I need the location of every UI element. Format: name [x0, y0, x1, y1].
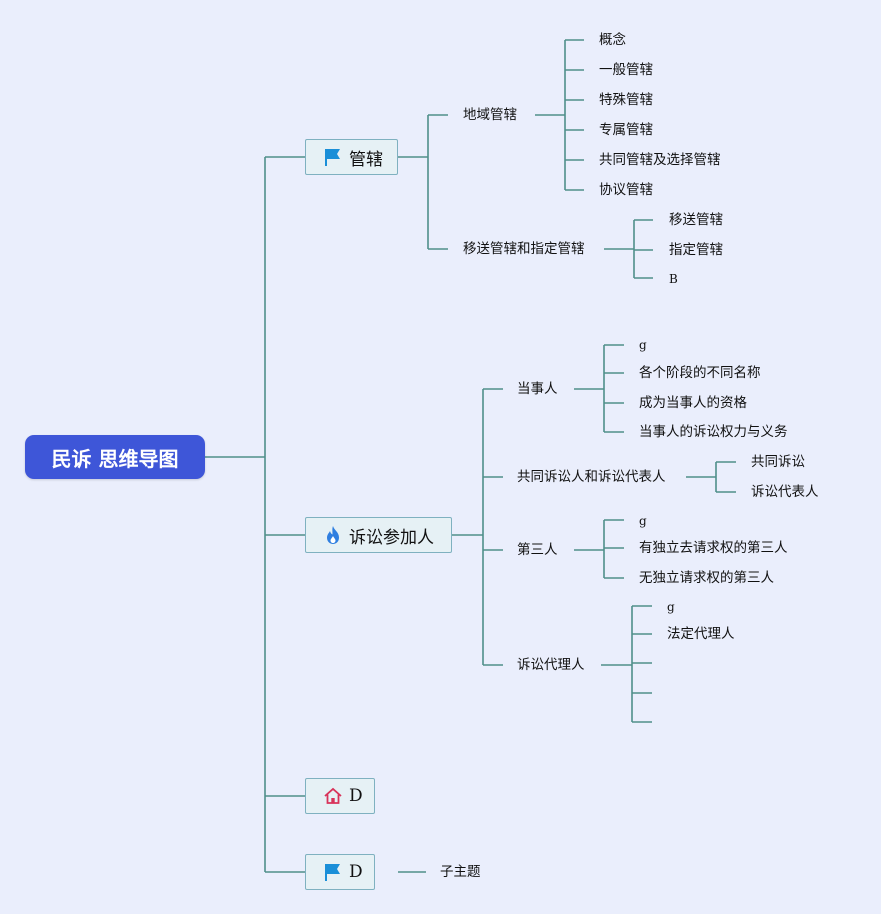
subtopic-third-party[interactable]: 第三人 — [517, 542, 558, 558]
home-icon — [322, 785, 344, 807]
subtopic-territorial[interactable]: 地域管辖 — [463, 107, 517, 123]
leaf-item[interactable]: 法定代理人 — [667, 626, 735, 642]
topic-label: D — [349, 786, 363, 806]
leaf-item[interactable]: 共同诉讼 — [751, 454, 805, 470]
fire-icon — [322, 524, 344, 546]
topic-jurisdiction[interactable]: 管辖 — [305, 139, 398, 175]
connector — [565, 39, 584, 191]
connector — [604, 519, 624, 579]
topic-participants[interactable]: 诉讼参加人 — [305, 517, 452, 553]
leaf-item[interactable]: 各个阶段的不同名称 — [639, 365, 761, 381]
leaf-item[interactable]: 协议管辖 — [599, 182, 653, 198]
leaf-item[interactable]: 共同管辖及选择管辖 — [599, 152, 721, 168]
leaf-item[interactable]: B — [669, 272, 678, 286]
leaf-item[interactable]: g — [639, 514, 647, 528]
topic-label: D — [349, 862, 363, 882]
leaf-item[interactable]: 当事人的诉讼权力与义务 — [639, 424, 788, 440]
leaf-item[interactable]: 成为当事人的资格 — [639, 395, 747, 411]
blue-flag-icon — [322, 861, 344, 883]
subtopic-child[interactable]: 子主题 — [440, 864, 481, 880]
subtopic-co-litigants[interactable]: 共同诉讼人和诉讼代表人 — [517, 469, 666, 485]
leaf-item[interactable]: g — [639, 338, 647, 352]
leaf-item[interactable]: 概念 — [599, 32, 626, 48]
leaf-item[interactable]: 无独立请求权的第三人 — [639, 570, 774, 586]
leaf-item[interactable]: 移送管辖 — [669, 212, 723, 228]
topic-label: 管辖 — [349, 149, 383, 170]
subtopic-agent[interactable]: 诉讼代理人 — [517, 657, 585, 673]
topic-label: 诉讼参加人 — [349, 527, 434, 548]
connector — [483, 388, 503, 666]
leaf-item[interactable]: 指定管辖 — [669, 242, 723, 258]
topic-d-flag[interactable]: D — [305, 854, 375, 890]
leaf-item[interactable]: 专属管辖 — [599, 122, 653, 138]
connector — [716, 461, 736, 493]
root-topic[interactable]: 民诉 思维导图 — [25, 435, 205, 479]
blue-flag-icon — [322, 146, 344, 168]
subtopic-parties[interactable]: 当事人 — [517, 381, 558, 397]
connector — [604, 344, 624, 433]
leaf-item[interactable]: g — [667, 600, 675, 614]
leaf-item[interactable]: 一般管辖 — [599, 62, 653, 78]
root-title: 民诉 思维导图 — [51, 446, 179, 471]
connector — [634, 219, 653, 279]
topic-d-home[interactable]: D — [305, 778, 375, 814]
connector — [632, 605, 652, 723]
leaf-item[interactable]: 特殊管辖 — [599, 92, 653, 108]
leaf-item[interactable]: 诉讼代表人 — [751, 484, 819, 500]
subtopic-transfer[interactable]: 移送管辖和指定管辖 — [463, 241, 585, 257]
leaf-item[interactable]: 有独立去请求权的第三人 — [639, 540, 788, 556]
